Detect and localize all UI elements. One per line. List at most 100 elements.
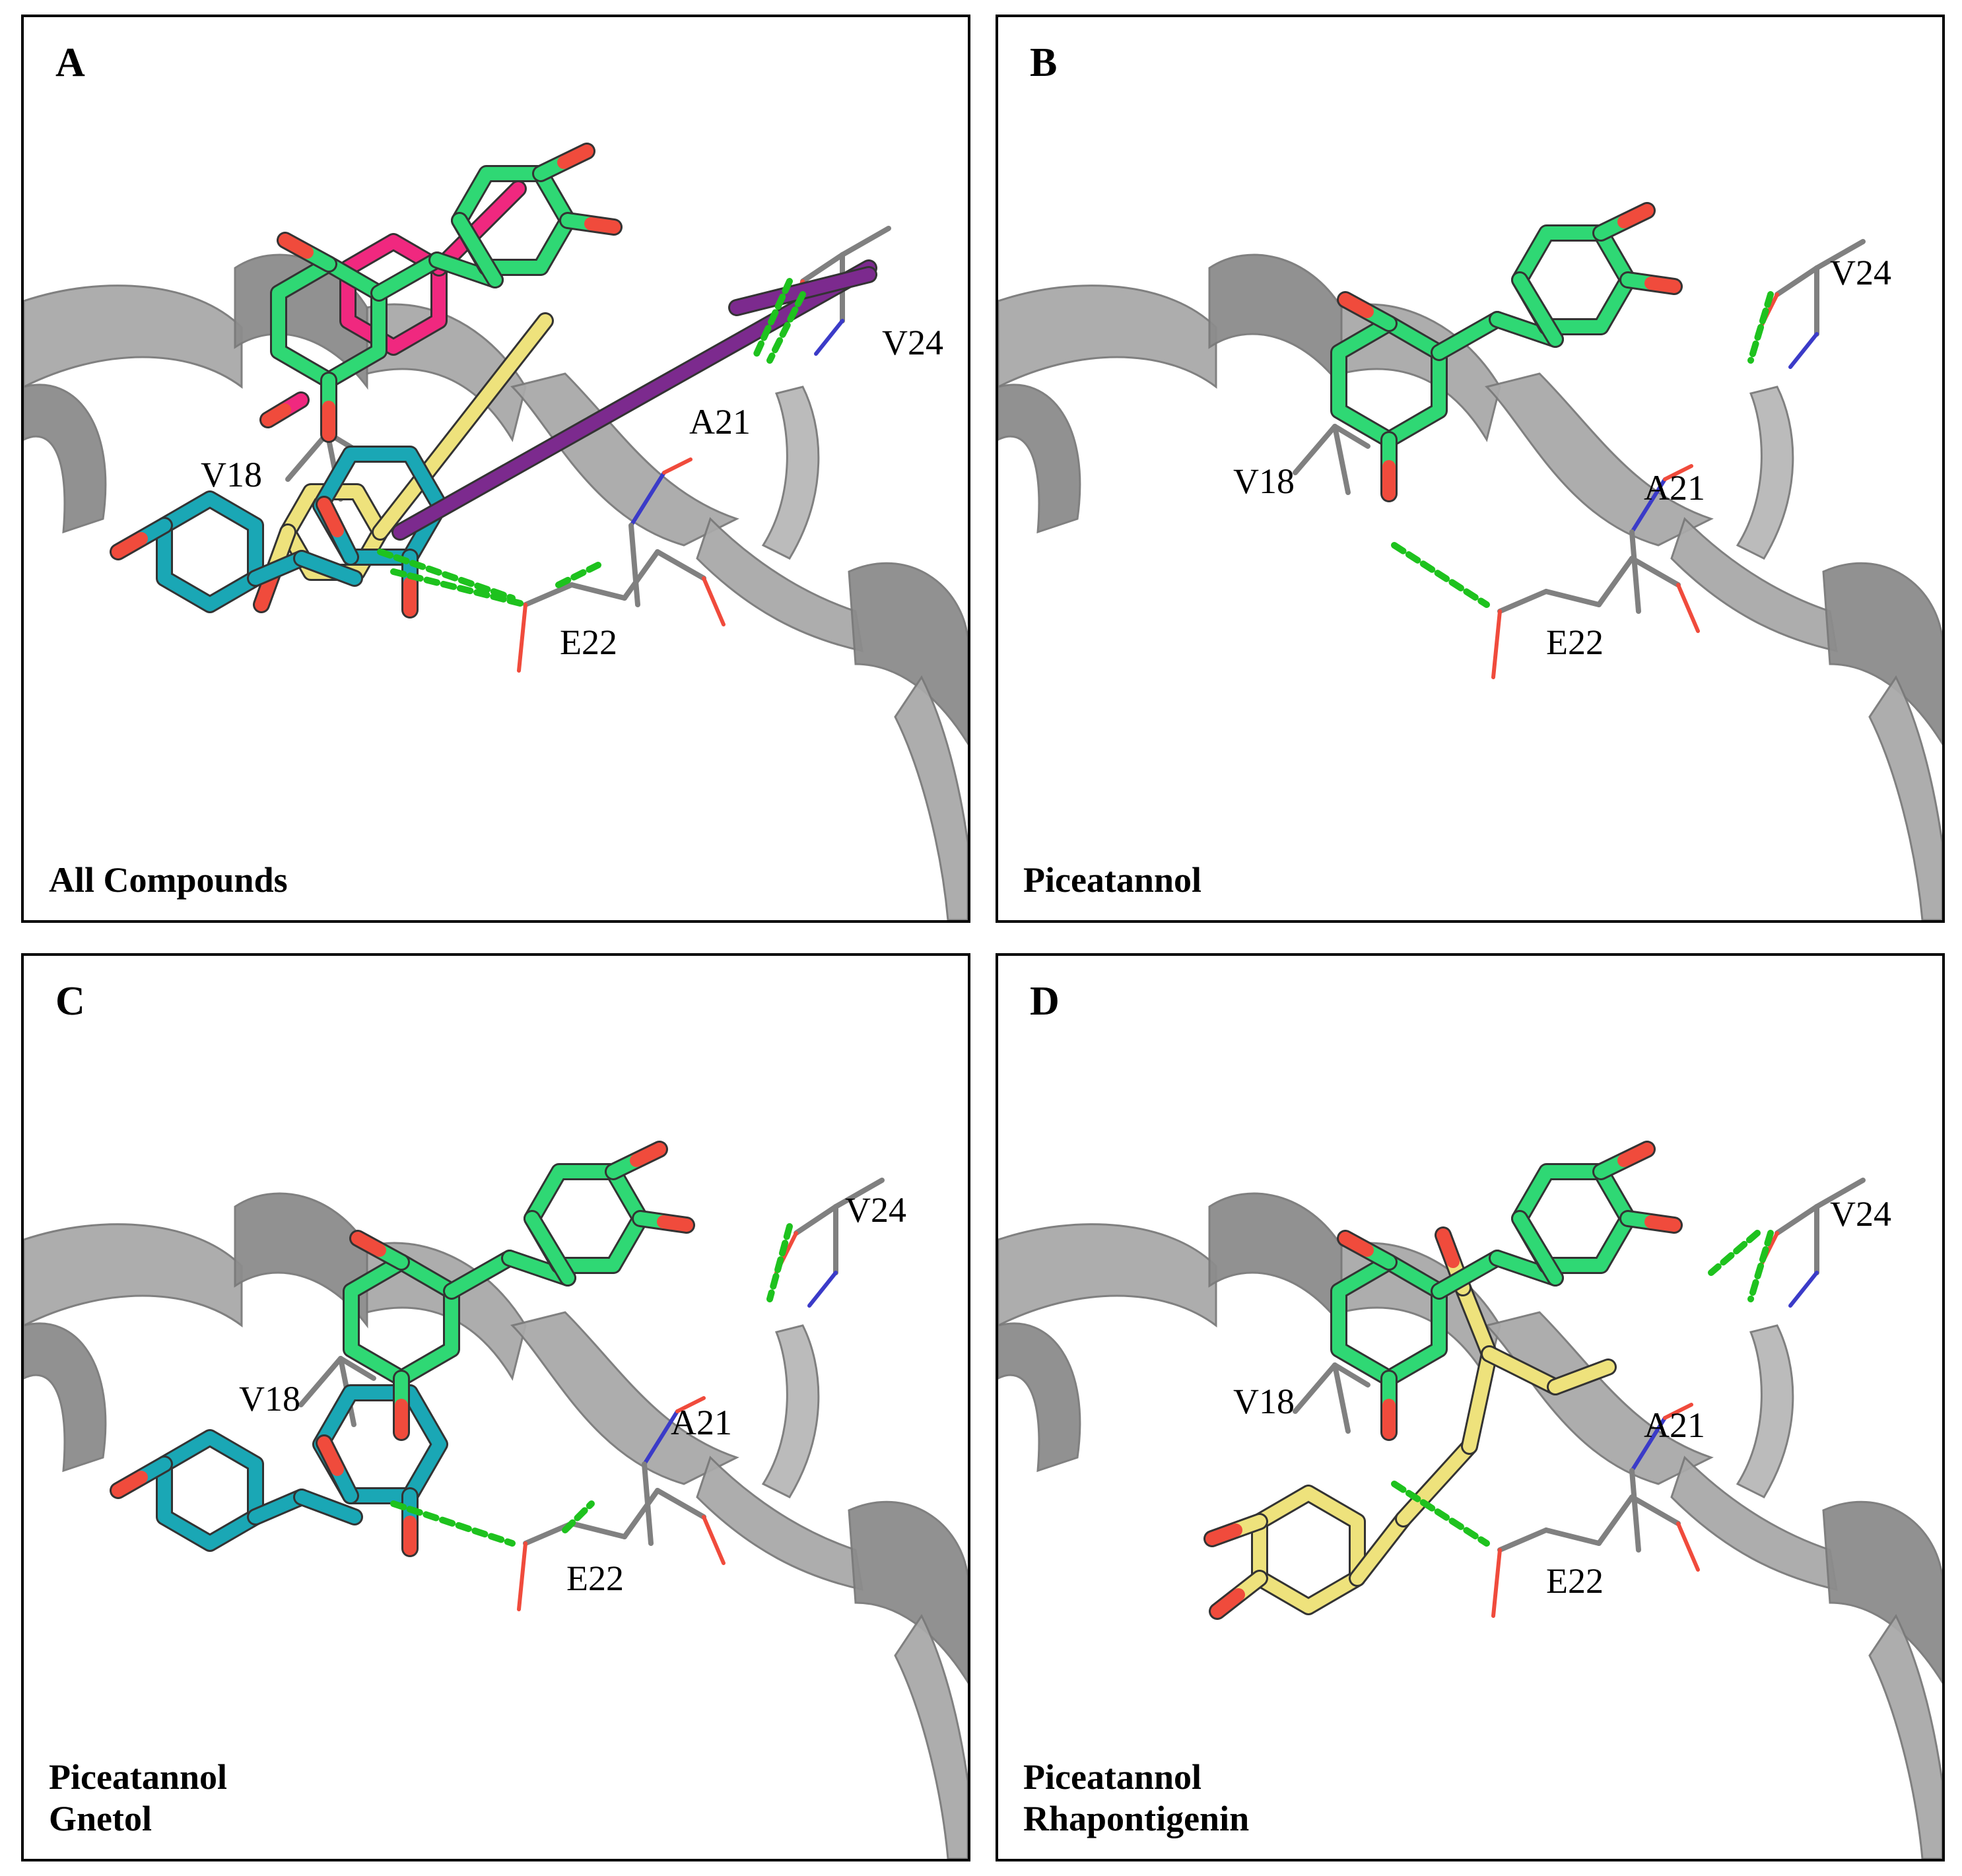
gnetol-hydroxyl-oxygen xyxy=(318,498,344,537)
residue-v24-bond xyxy=(800,252,845,284)
helix-band-center xyxy=(1485,372,1714,547)
panel-caption: All Compounds xyxy=(49,859,288,902)
residue-e22-bond xyxy=(655,1488,706,1520)
panel-b: B V18 A21 E22 V24 Piceatannol xyxy=(996,15,1945,923)
residue-a21-bond xyxy=(642,1461,654,1546)
residue-v24-bond xyxy=(1814,1178,1866,1209)
residue-a21-nitrogen xyxy=(1630,1416,1667,1473)
magenta-chain xyxy=(432,182,525,275)
helix-turn-mid xyxy=(1208,1192,1343,1329)
residue-e22-bond xyxy=(1497,589,1549,614)
helix-turn-right xyxy=(848,562,968,745)
residue-v18-bond xyxy=(1332,424,1370,449)
residue-e22-bond xyxy=(1629,1494,1681,1526)
residue-label-v18: V18 xyxy=(1233,1382,1295,1421)
gnetol-vinyl xyxy=(295,1491,361,1524)
caption-line: Piceatannol xyxy=(49,1757,227,1797)
hydrogen-bond xyxy=(555,562,601,588)
protein-ribbon xyxy=(24,253,968,920)
piceatannol-vinyl xyxy=(1433,313,1504,359)
beta-strand xyxy=(761,1324,820,1498)
scene-c xyxy=(24,1141,968,1859)
gnetol-hydroxyl-oxygen xyxy=(112,1471,148,1497)
helix-band-left xyxy=(24,285,243,389)
hydrogen-bond xyxy=(390,568,529,608)
residue-a21-nitrogen xyxy=(629,471,666,527)
residue-a21-oxygen xyxy=(662,457,693,475)
rhapontigenin-methoxy-oxygen xyxy=(1211,1588,1245,1618)
rhapontigenin-chain xyxy=(1351,1512,1410,1585)
residue-e22-bond xyxy=(1596,1494,1635,1546)
residue-e22-bond xyxy=(569,582,627,601)
scene-d xyxy=(998,1141,1942,1859)
residue-e22-carboxyl xyxy=(517,1541,527,1611)
residue-label-a21: A21 xyxy=(1644,468,1705,508)
residue-label-v24: V24 xyxy=(1830,1194,1891,1234)
residue-a21-nitrogen xyxy=(1630,477,1667,534)
helix-turn-mid xyxy=(1208,253,1343,390)
panel-d: D V18 A21 E22 V24 Piceatannol Rhapontige… xyxy=(996,953,1945,1861)
residue-e22-bond xyxy=(1497,1527,1549,1553)
hydrogen-bond xyxy=(377,549,516,601)
piceatannol-hydroxyl-oxygen xyxy=(1644,277,1681,293)
piceatannol-hydroxyl-oxygen xyxy=(1617,1143,1654,1167)
piceatannol-link xyxy=(525,1212,574,1285)
residue-v24-nitrogen xyxy=(1788,1271,1819,1308)
rhapontigenin-chain xyxy=(1483,1347,1562,1393)
residue-e22-bond xyxy=(1629,556,1681,587)
residue-v18-bond xyxy=(1332,1362,1351,1434)
residue-v24-bond xyxy=(1775,265,1819,297)
residue-v24-bond xyxy=(1814,239,1866,271)
piceatannol-hydroxyl-oxygen xyxy=(1339,1232,1374,1257)
hydrogen-bond xyxy=(1391,1481,1490,1547)
gnetol-ring-a xyxy=(158,1431,262,1550)
helix-turn-left xyxy=(24,384,107,534)
residue-label-v24: V24 xyxy=(845,1190,906,1230)
helix-turn-right xyxy=(1822,1500,1942,1684)
rhapontigenin-chain xyxy=(1397,1440,1476,1525)
helix-band-left xyxy=(24,1223,243,1327)
residue-a21-bond xyxy=(1629,1468,1641,1553)
panel-caption: Piceatannol Rhapontigenin xyxy=(1023,1757,1249,1840)
piceatannol-hydroxyl-oxygen xyxy=(1644,1215,1681,1232)
residue-a21-oxygen xyxy=(1663,464,1693,481)
residue-v24-nitrogen xyxy=(1788,332,1819,369)
residue-v18-bond xyxy=(1332,424,1351,495)
helix-band-left xyxy=(998,1223,1217,1327)
residue-e22-oxygen xyxy=(1676,583,1700,633)
residue-e22-bond xyxy=(1543,1527,1602,1546)
beta-strand xyxy=(1736,1324,1794,1498)
residue-label-v18: V18 xyxy=(239,1379,300,1419)
yellow-chain xyxy=(374,314,552,539)
residue-v18-bond xyxy=(285,430,330,482)
residue-e22-oxygen xyxy=(1676,1522,1700,1572)
hydrogen-bond xyxy=(562,1500,595,1533)
piceatannol-hydroxyl-oxygen xyxy=(351,1232,386,1257)
hydrogen-bond xyxy=(390,1500,516,1547)
scene-b xyxy=(998,202,1942,920)
piceatannol-hydroxyl-oxygen xyxy=(557,145,593,169)
residue-a21-oxygen xyxy=(675,1396,706,1413)
residue-a21-oxygen xyxy=(1663,1403,1693,1420)
helix-turn-right xyxy=(848,1500,968,1684)
residue-label-v18: V18 xyxy=(201,455,262,494)
helix-turn-right xyxy=(1822,562,1942,745)
helix-tail-right xyxy=(1868,1614,1942,1859)
residue-label-v24: V24 xyxy=(882,323,943,362)
residue-v24-nitrogen xyxy=(814,319,844,356)
rhapontigenin-hydroxyl-oxygen xyxy=(1437,1228,1460,1268)
hydrogen-bond xyxy=(753,278,793,357)
panel-letter: A xyxy=(55,40,85,85)
helix-turn-left xyxy=(998,1322,1081,1473)
residue-a21-bond xyxy=(1629,529,1641,614)
panel-letter: B xyxy=(1030,40,1058,85)
helix-turn-left xyxy=(24,1322,107,1473)
residue-label-e22: E22 xyxy=(566,1558,624,1598)
gnetol-vinyl xyxy=(295,552,361,585)
caption-line: Gnetol xyxy=(49,1799,152,1839)
gnetol-ring-a xyxy=(158,492,262,611)
piceatannol-vinyl xyxy=(1433,1252,1504,1298)
beta-strand xyxy=(761,385,820,560)
helix-turn-left xyxy=(998,384,1081,534)
residue-a21-bond xyxy=(628,523,640,607)
